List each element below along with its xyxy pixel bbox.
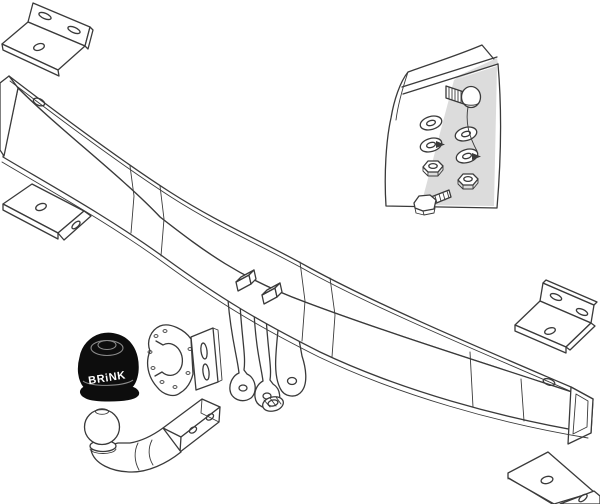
swan-neck-towball bbox=[83, 398, 221, 473]
beam-seam bbox=[129, 165, 135, 234]
plate-flange bbox=[57, 210, 92, 241]
beam-right-end bbox=[567, 386, 594, 445]
bag-fold-seam bbox=[401, 56, 499, 95]
mounting-plate-left bbox=[2, 183, 92, 241]
beam-edge-highlight bbox=[9, 80, 571, 392]
ball-flat-top bbox=[95, 408, 109, 415]
socket-plate-bracket bbox=[146, 324, 223, 397]
hanger-hole bbox=[286, 376, 298, 386]
arrow-icon bbox=[436, 141, 445, 148]
slot-hole bbox=[549, 292, 563, 302]
bracket-lip bbox=[514, 324, 567, 354]
shank-end-face bbox=[200, 398, 220, 423]
brand-label: BRiNK bbox=[87, 369, 126, 387]
flange-slot bbox=[200, 342, 208, 360]
cap-ridge bbox=[97, 339, 117, 351]
mounting-bracket-right bbox=[514, 279, 598, 354]
shank-hole bbox=[188, 426, 198, 434]
socket-plate-dimples bbox=[147, 329, 193, 389]
tow-ball bbox=[83, 408, 121, 446]
beam-hole bbox=[542, 377, 556, 387]
beam-seam bbox=[299, 261, 306, 342]
strap-tab-side bbox=[248, 269, 257, 285]
slot-hole bbox=[71, 220, 81, 230]
shank-hole bbox=[205, 413, 215, 421]
ball-collar-lower bbox=[89, 448, 117, 454]
round-hole bbox=[33, 42, 45, 52]
eye-hatch bbox=[263, 396, 282, 408]
plate-thickness bbox=[2, 203, 59, 240]
washer bbox=[419, 115, 443, 131]
cap-body bbox=[77, 332, 140, 402]
leader-line bbox=[466, 106, 478, 152]
slot-hole bbox=[38, 11, 52, 21]
hex-nut bbox=[457, 173, 479, 190]
bracket-lip bbox=[1, 43, 60, 77]
carriage-bolt bbox=[445, 85, 482, 109]
flange-thickness bbox=[212, 327, 223, 383]
beam-hole bbox=[32, 97, 46, 107]
hex-bolt bbox=[413, 189, 452, 216]
ball-cover-cap: BRiNK bbox=[77, 332, 140, 402]
neck-section-line bbox=[134, 439, 154, 471]
bracket-edge bbox=[565, 322, 596, 351]
bag-crease bbox=[395, 71, 409, 121]
slot-hole bbox=[67, 25, 81, 35]
plate-thickness bbox=[507, 472, 553, 504]
mounting-plate-bottom-right bbox=[507, 451, 600, 504]
cap-base-line bbox=[82, 379, 134, 386]
neck bbox=[90, 427, 182, 473]
mounting-bracket-top-left bbox=[1, 2, 94, 77]
hanger-strap-tabs bbox=[235, 269, 283, 305]
shackle-eye bbox=[262, 396, 284, 412]
beam-seam bbox=[329, 277, 336, 358]
beam-seam bbox=[520, 378, 525, 422]
hex-nut bbox=[422, 160, 444, 177]
round-hole bbox=[540, 475, 554, 485]
arrow-icon bbox=[472, 153, 481, 160]
beam-seam bbox=[159, 185, 165, 257]
hanger-strap-left bbox=[227, 299, 256, 402]
bracket-edge bbox=[84, 26, 94, 50]
round-hole bbox=[544, 327, 556, 335]
hanger-hole bbox=[238, 384, 248, 392]
fastener-bag bbox=[384, 44, 502, 216]
slot-hole bbox=[575, 307, 589, 317]
socket-cutout bbox=[154, 340, 184, 377]
bracket-edge bbox=[542, 279, 598, 306]
round-hole bbox=[35, 202, 47, 212]
flange-slot bbox=[202, 363, 210, 381]
slot-hole bbox=[578, 493, 588, 503]
strap-tab-side bbox=[274, 282, 283, 298]
beam-tube-wall bbox=[572, 393, 589, 435]
beam-seam bbox=[469, 351, 474, 408]
